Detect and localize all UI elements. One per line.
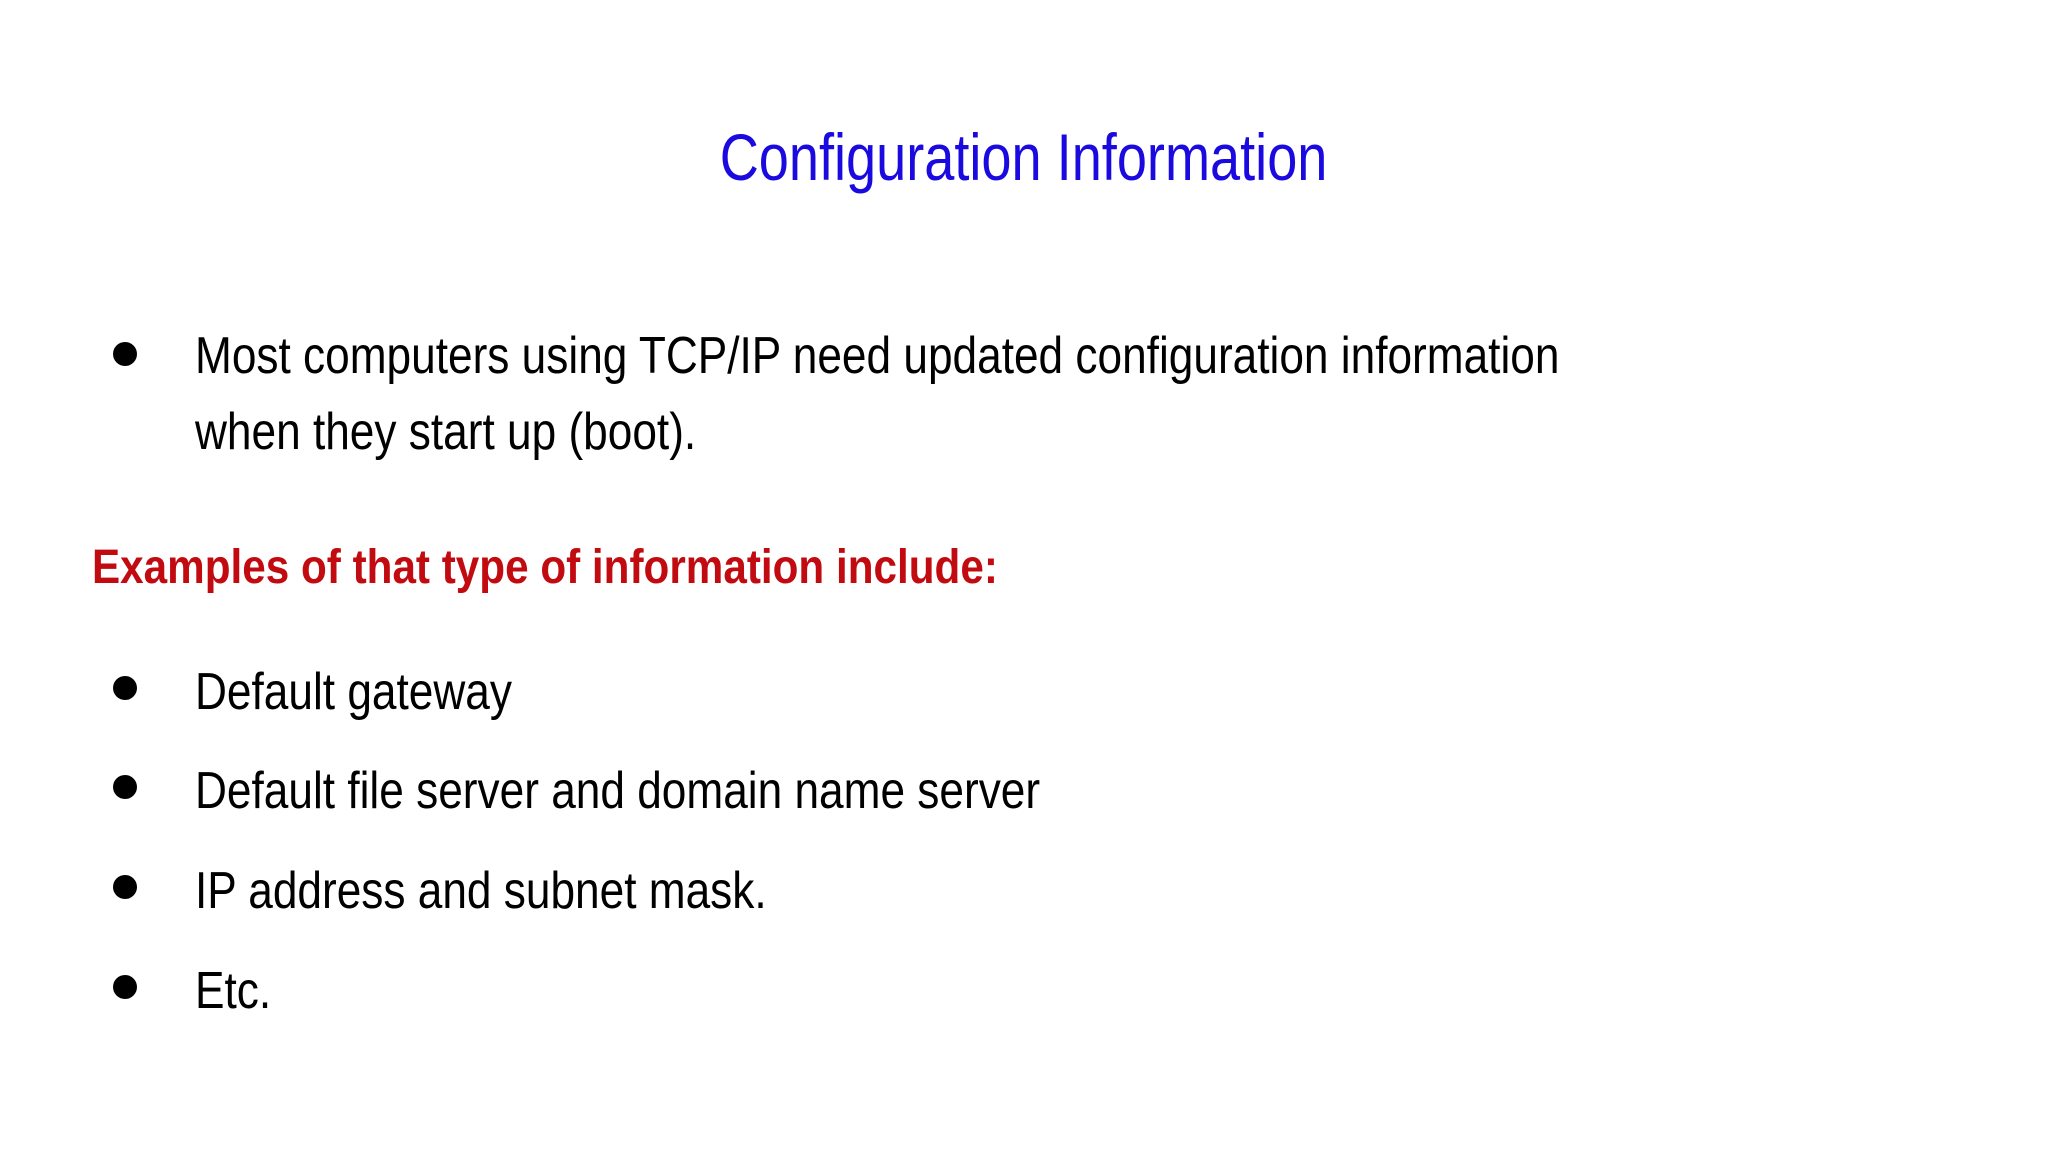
bullet-point-icon (113, 342, 137, 366)
list-item: Etc. (113, 962, 285, 1020)
bullet-item-paragraph: Most computers using TCP/IP need updated… (113, 330, 1800, 516)
list-item: Default file server and domain name serv… (113, 762, 1189, 820)
bullet-point-icon (113, 775, 137, 799)
bullet-point-icon (113, 875, 137, 899)
bullet-point-icon (113, 676, 137, 700)
slide-title: Configuration Information (0, 120, 2048, 194)
list-item: IP address and subnet mask. (113, 862, 868, 920)
list-item: Default gateway (113, 663, 568, 721)
bullet-paragraph-line-2: when they start up (boot). (195, 403, 697, 461)
bullet-point-icon (113, 975, 137, 999)
bullet-item-paragraph-text: Most computers using TCP/IP need updated… (195, 330, 1800, 516)
list-item-label: Default file server and domain name serv… (195, 762, 1041, 820)
bullet-paragraph-line-1: Most computers using TCP/IP need updated… (195, 327, 1560, 385)
list-item-label: IP address and subnet mask. (195, 862, 767, 920)
list-item-label: Etc. (195, 962, 272, 1020)
slide-title-text: Configuration Information (720, 120, 1328, 194)
emphasis-heading: Examples of that type of information inc… (92, 541, 998, 594)
list-item-label: Default gateway (195, 663, 512, 721)
